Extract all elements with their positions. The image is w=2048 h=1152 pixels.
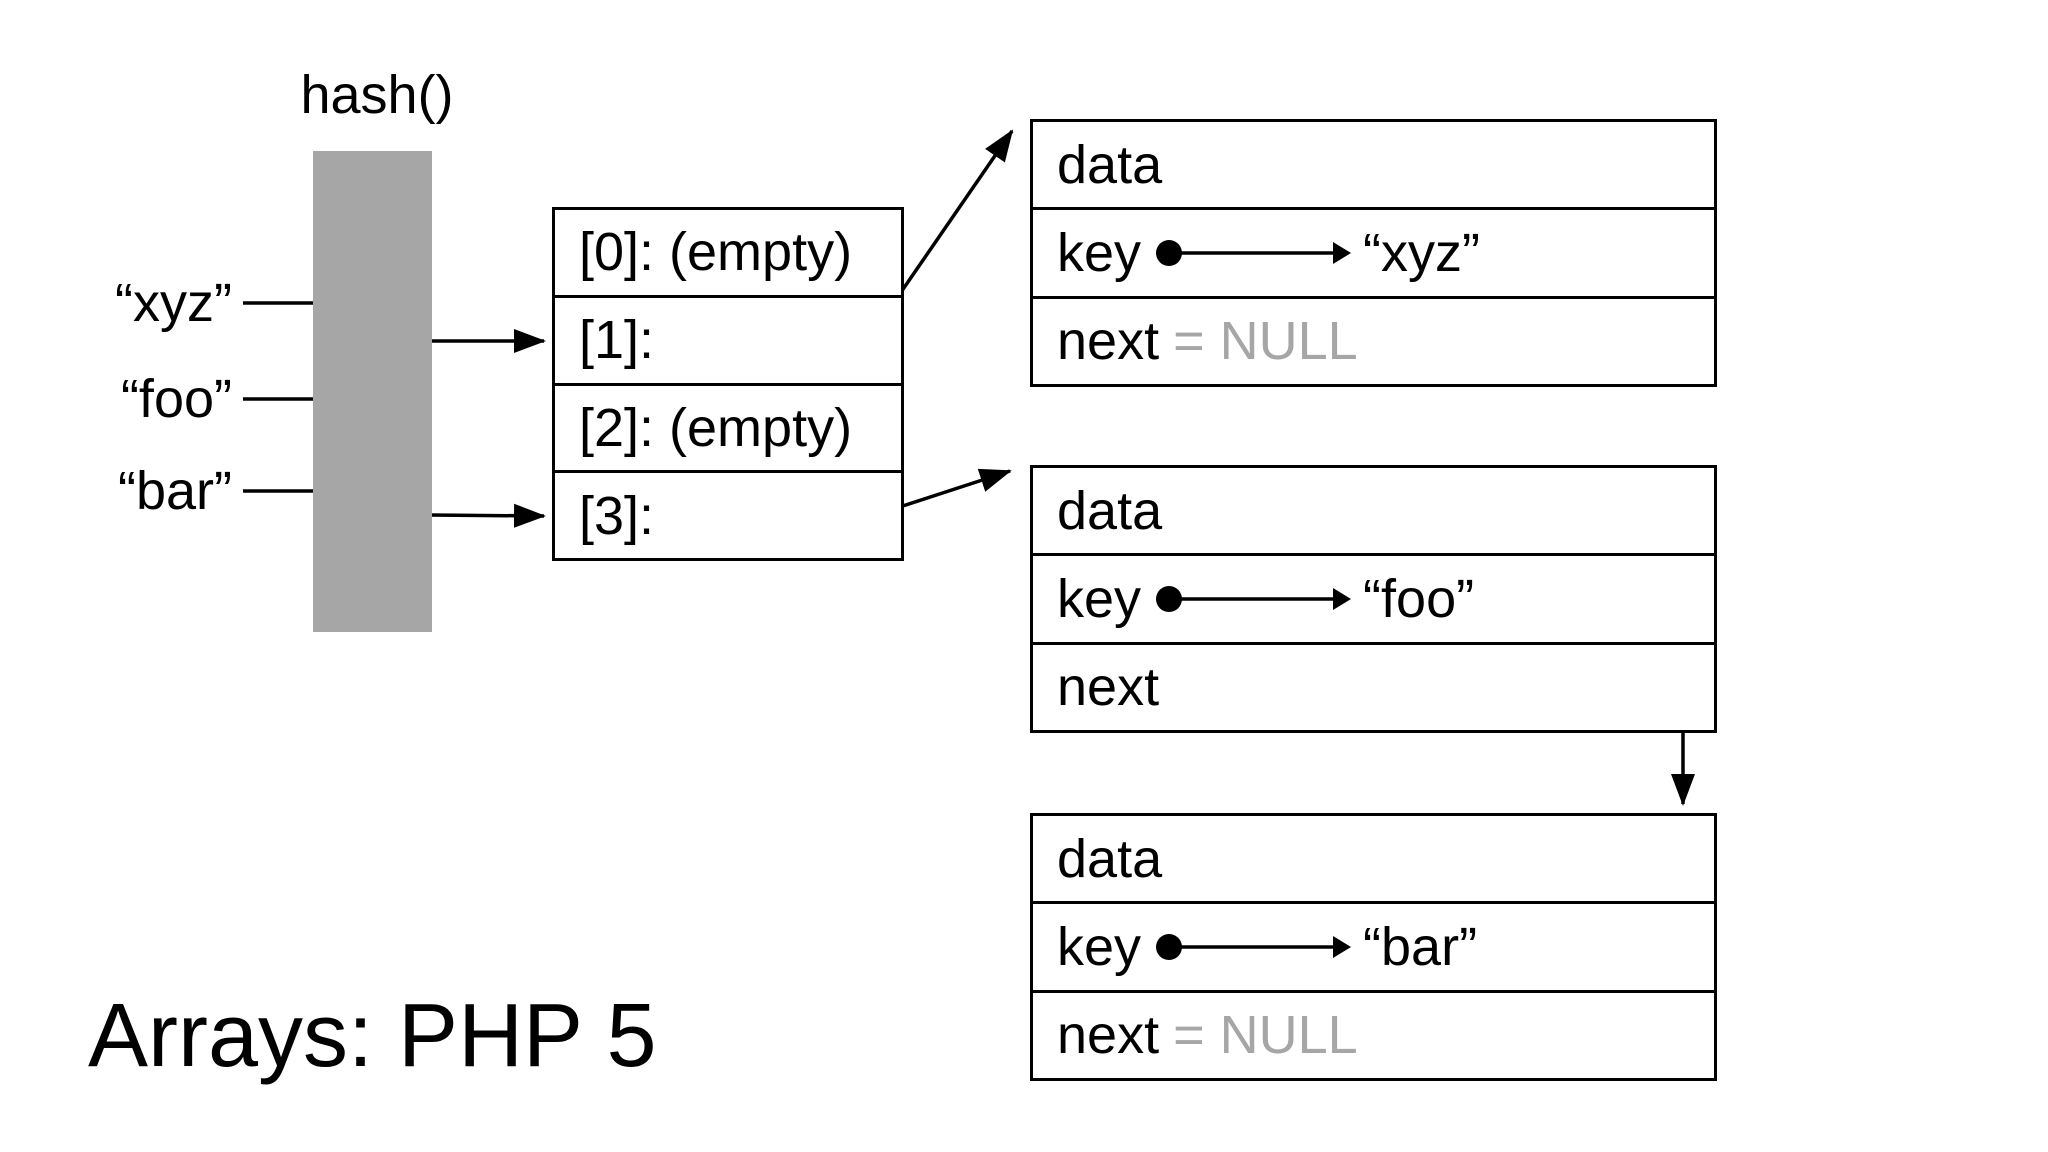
- node-next-label: next: [1057, 1005, 1160, 1066]
- node-key-row: key “bar”: [1033, 901, 1714, 989]
- key-pointer-arrow-icon: [1156, 933, 1352, 960]
- bucket-slot-1: [1]:: [555, 294, 901, 383]
- bucket-slot-0: [0]: (empty): [579, 222, 853, 283]
- node-key-label: key: [1057, 568, 1142, 629]
- node-data-label: data: [1057, 480, 1163, 541]
- input-key-xyz: “xyz”: [115, 273, 232, 333]
- key-pointer-arrow-icon: [1156, 585, 1352, 612]
- node-data-row: data: [1033, 816, 1714, 901]
- bucket-slot-2: [2]: (empty): [555, 382, 901, 471]
- node-next-row: next: [1033, 641, 1714, 730]
- node-data-row: data: [1033, 122, 1714, 207]
- input-key-bar: “bar”: [117, 461, 232, 521]
- key-pointer-arrow-icon: [1156, 239, 1352, 266]
- input-key-foo: “foo”: [120, 369, 232, 429]
- hash-node-bar: data key “bar” next = NULL: [1030, 813, 1717, 1081]
- arrow-hash-to-bucket3: [429, 503, 546, 528]
- bucket-slot-3: [3]:: [555, 470, 901, 558]
- hash-bar: [313, 151, 432, 632]
- node-key-row: key “foo”: [1033, 553, 1714, 641]
- node-next-null-value: = NULL: [1173, 311, 1358, 372]
- node-key-label: key: [1057, 222, 1142, 283]
- node-data-label: data: [1057, 828, 1163, 889]
- node-next-label: next: [1057, 657, 1160, 718]
- hash-node-foo: data key “foo” next: [1030, 465, 1717, 733]
- node-key-value: “bar”: [1363, 916, 1478, 977]
- node-key-value: “foo”: [1363, 568, 1475, 629]
- node-next-null-value: = NULL: [1173, 1005, 1358, 1066]
- hash-node-xyz: data key “xyz” next = NULL: [1030, 119, 1717, 387]
- node-next-row: next = NULL: [1033, 295, 1714, 384]
- node-key-value: “xyz”: [1363, 222, 1481, 283]
- node-data-label: data: [1057, 134, 1163, 195]
- bucket-array: [0]: (empty) [1]: [2]: (empty) [3]:: [552, 207, 904, 561]
- node-data-row: data: [1033, 468, 1714, 553]
- page-title: Arrays: PHP 5: [88, 986, 657, 1086]
- node-key-label: key: [1057, 916, 1142, 977]
- hash-function-label: hash(): [300, 65, 454, 125]
- node-next-row: next = NULL: [1033, 989, 1714, 1078]
- node-key-row: key “xyz”: [1033, 207, 1714, 295]
- node-next-label: next: [1057, 311, 1160, 372]
